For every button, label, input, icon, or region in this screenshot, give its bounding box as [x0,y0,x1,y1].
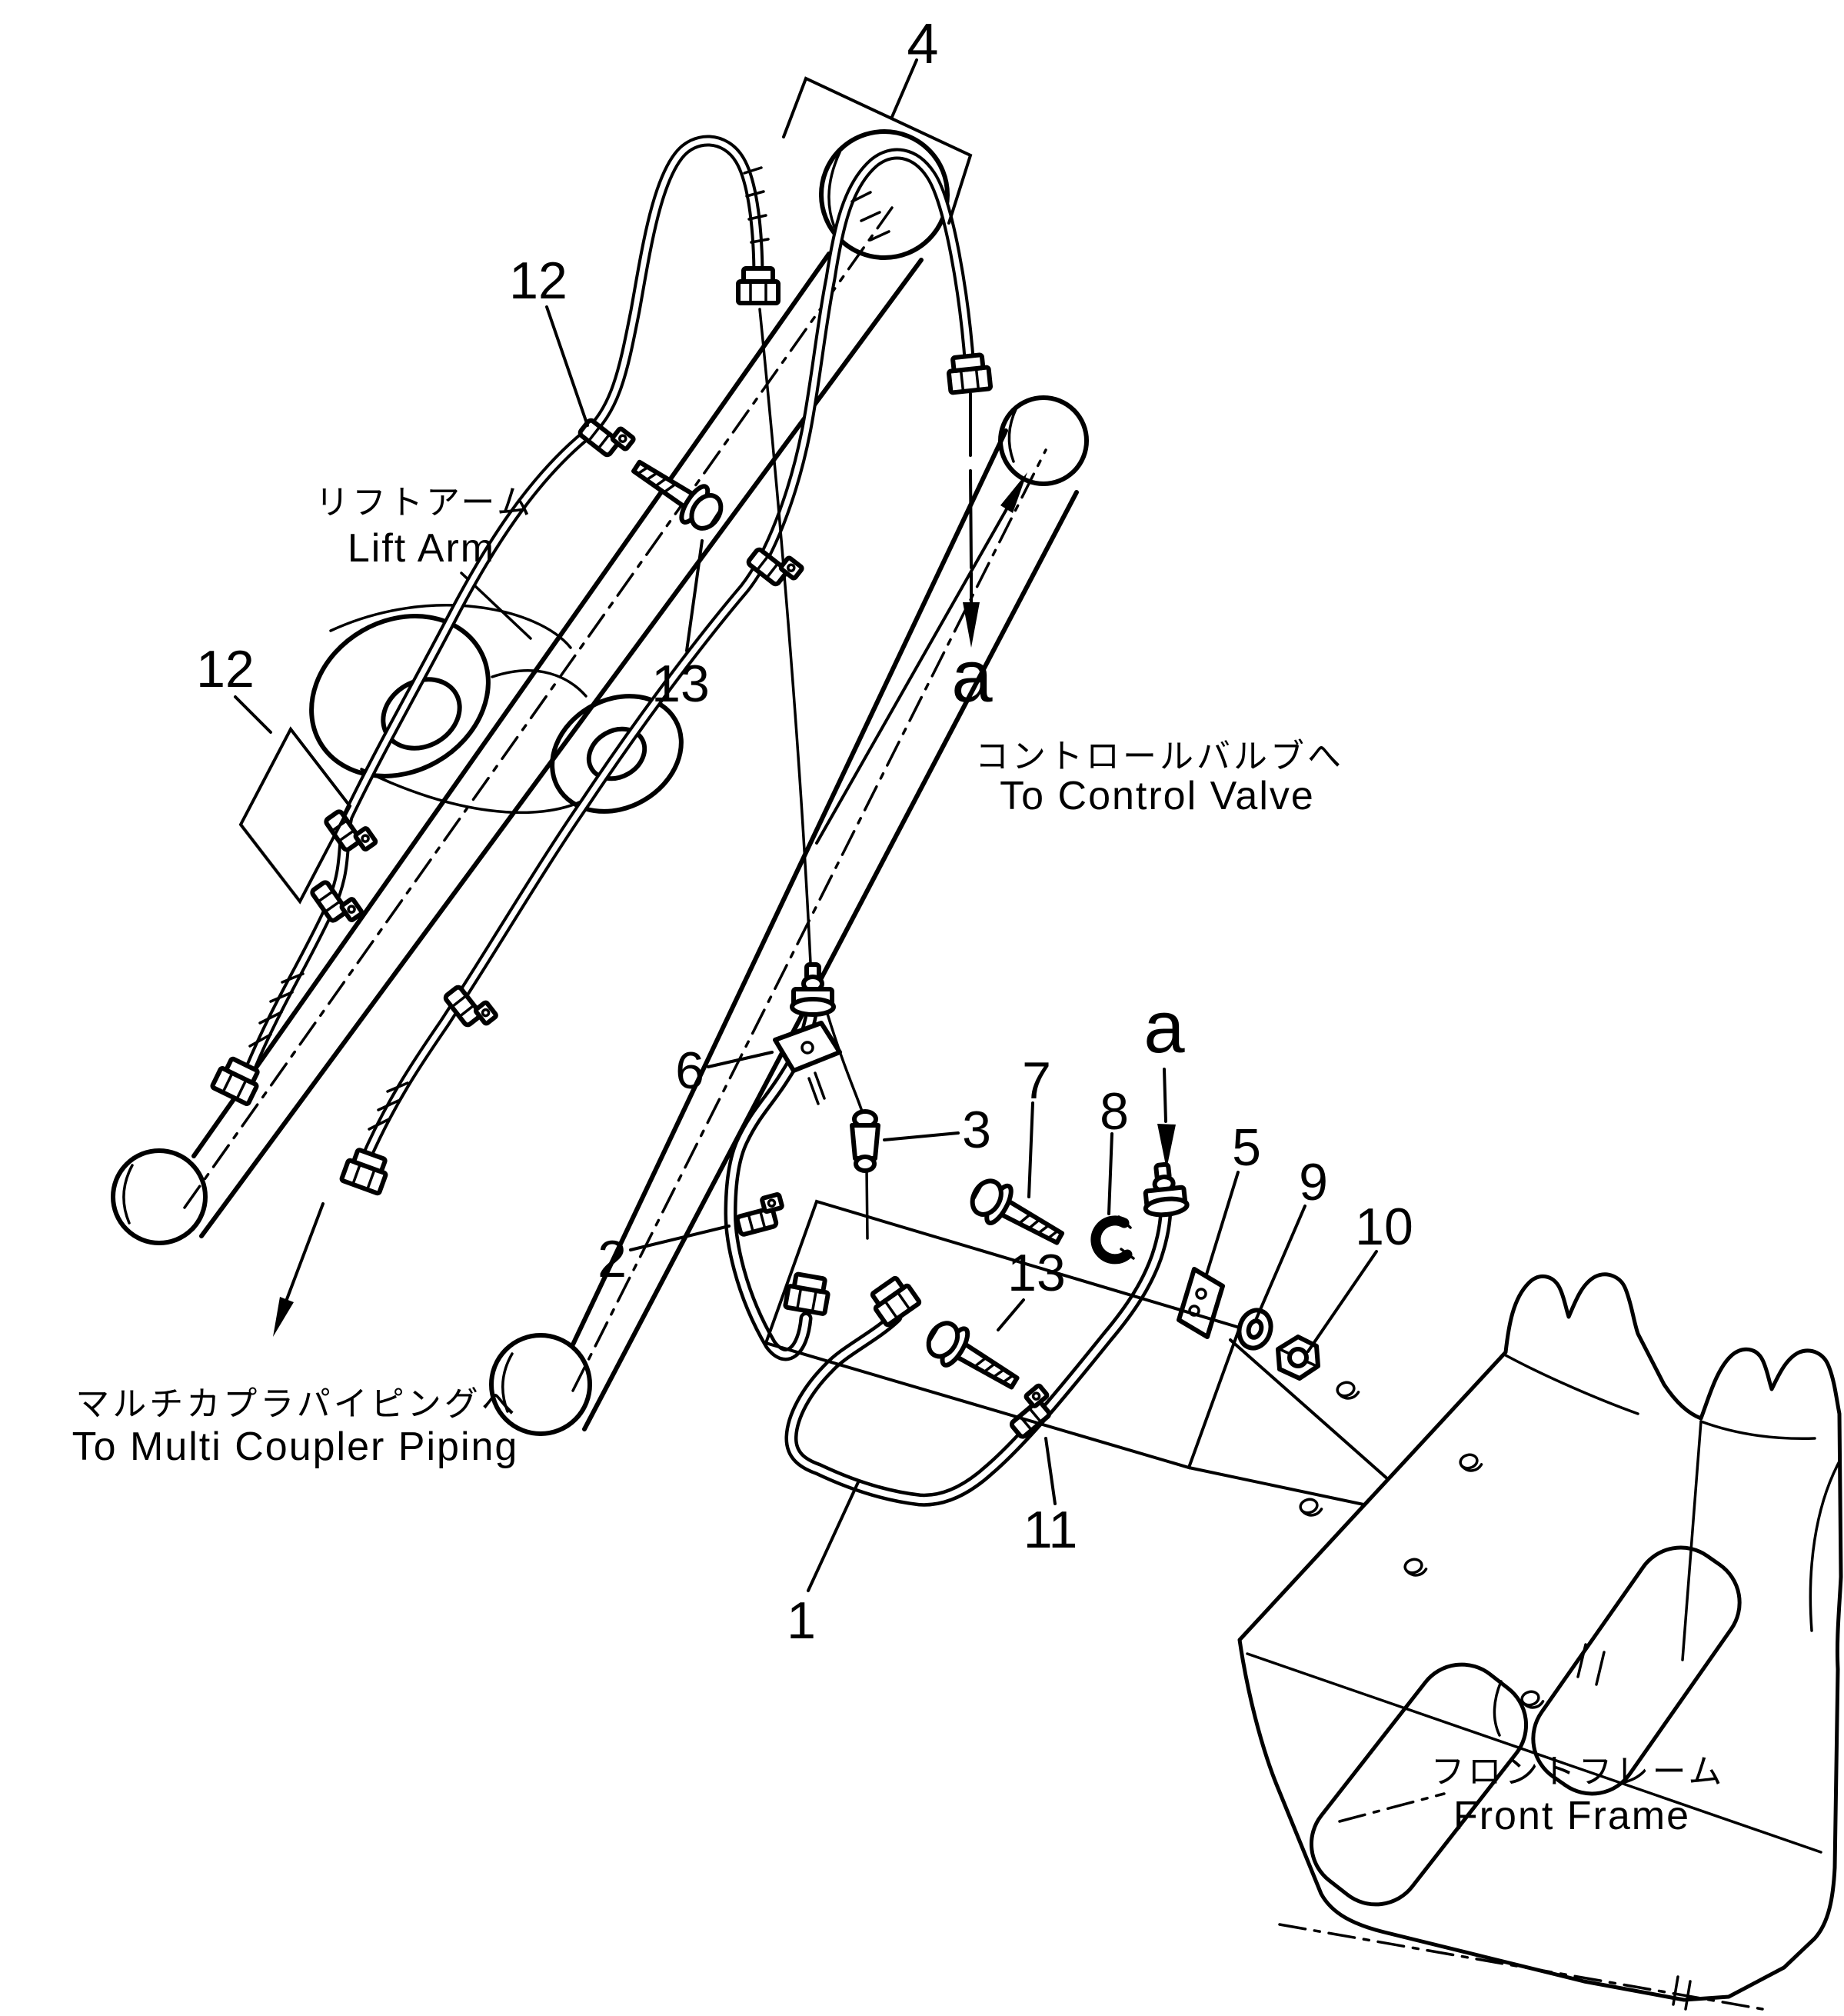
lift-arm-caption-jp: リフトアーム [315,484,534,521]
part-label-13: 13 [651,655,710,713]
pipe-2-fitting [792,965,834,1015]
pipe-2-clamp [734,1194,787,1235]
part-label-5: 5 [1232,1118,1261,1177]
view-marker-a: a [1143,986,1185,1068]
hose-nut [738,268,778,303]
part-label-4: 4 [907,12,938,75]
part-label-7: 7 [1022,1051,1051,1110]
front-frame-caption-en: Front Frame [1453,1794,1690,1838]
bolt-hole-mark [1334,1378,1361,1402]
clamp-11 [1003,1385,1058,1438]
callout-box-left [238,726,352,905]
pipe-1-fitting [1141,1162,1187,1216]
hose-braid-hatching [248,166,890,1131]
part-label-3: 3 [962,1101,991,1159]
part-label-1: 1 [787,1591,816,1650]
front-frame-caption-jp: フロントフレーム [1431,1753,1726,1791]
connector-3 [826,1012,880,1240]
part-label-13: 13 [1007,1244,1066,1302]
front-frame-drawing [1237,1272,1843,2011]
part-label-11: 11 [1024,1501,1078,1559]
part-label-8: 8 [1100,1082,1129,1141]
bolt-13-lower [921,1315,1025,1401]
control-valve-caption-jp: コントロールバルブへ [975,738,1344,775]
bolt-hole-mark [1297,1495,1324,1519]
arrow-a-mid [1157,1068,1176,1169]
part-label-2: 2 [597,1230,627,1288]
lift-arm-cross-member [309,604,684,815]
pipe-1-drawing [784,1162,1188,1507]
arrow-to-multi-coupler [273,1202,325,1337]
pipe-2-drawing [724,965,834,1361]
part-label-10: 10 [1355,1198,1413,1256]
multi-coupler-caption-en: To Multi Coupler Piping [72,1425,519,1469]
pipe-2-nut [785,1273,830,1314]
arrow-to-control-valve [815,472,1027,845]
hose-nut [947,354,990,392]
lift-arm-caption-en: Lift Arm [348,526,495,571]
clamp-plate-6 [773,1021,842,1105]
leader-4 [782,58,973,225]
leader-lines [234,305,1378,1592]
plate-5 [1177,1267,1225,1339]
hose-nut [341,1148,391,1194]
clamp-8 [1090,1215,1135,1265]
nut-10 [1276,1335,1320,1381]
part-label-12: 12 [196,640,255,698]
multi-coupler-caption-jp: マルチカプラパイピングへ [75,1385,518,1423]
arrow-a-top [963,392,980,648]
view-marker-a: a [951,635,993,718]
part-label-9: 9 [1299,1153,1328,1211]
part-label-6: 6 [675,1041,704,1100]
pipe-1-nut [867,1275,920,1326]
part-label-12: 12 [509,252,568,310]
hose-assembly-4 [211,135,990,1194]
washer-9 [1237,1308,1273,1351]
control-valve-caption-en: To Control Valve [1000,774,1315,818]
